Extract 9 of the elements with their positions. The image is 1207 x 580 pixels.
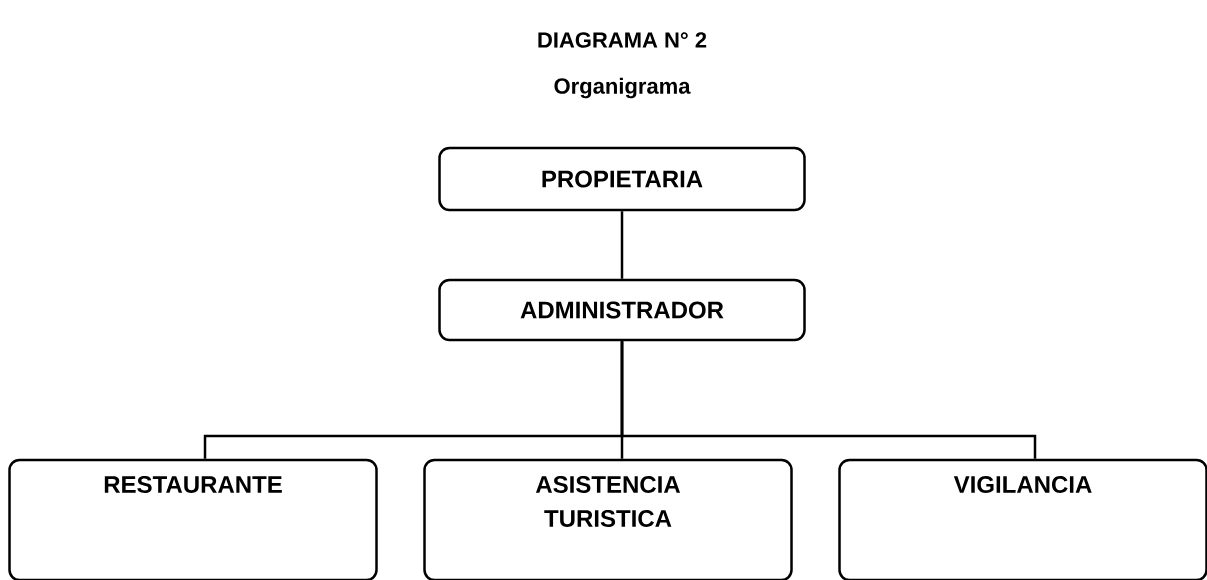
connector-line <box>620 341 1037 459</box>
org-box: VIGILANCIA <box>838 458 1207 580</box>
org-box: PROPIETARIA <box>438 146 806 212</box>
subtitle: Organigrama <box>554 77 691 99</box>
org-box: ADMINISTRADOR <box>438 278 806 342</box>
org-box: RESTAURANTE <box>8 458 378 580</box>
org-box: ASISTENCIA TURISTICA <box>423 458 793 580</box>
connector-line <box>620 211 624 279</box>
title: DIAGRAMA N° 2 <box>538 32 707 48</box>
